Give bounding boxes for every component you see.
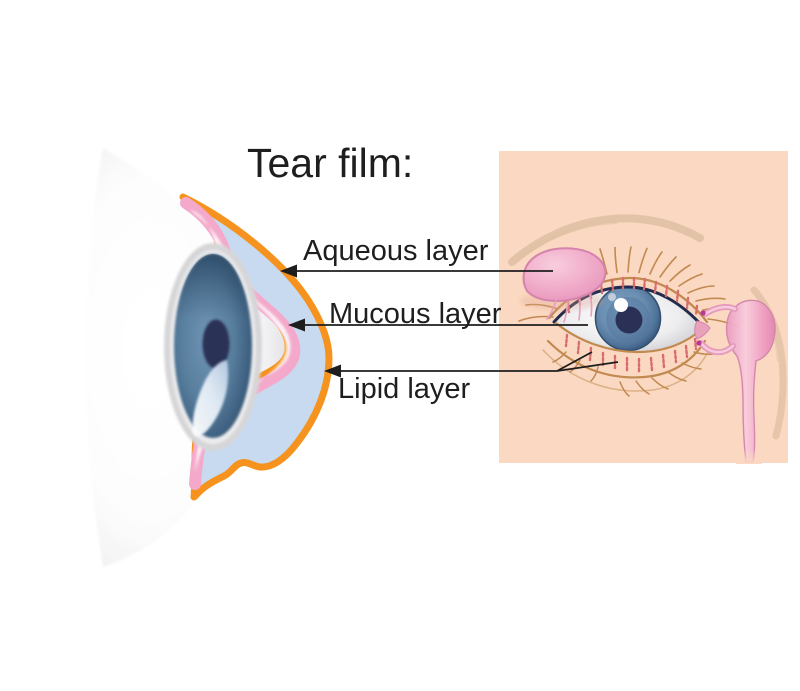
aqueous-layer-arrow [280, 264, 553, 278]
lower-lashes [552, 351, 714, 397]
lower-canaliculus-core [699, 341, 735, 354]
iris-highlight-crescent [192, 360, 229, 437]
eyebrow [508, 214, 704, 266]
diagram-title: Tear film: [247, 140, 414, 186]
lacrimal-sac-and-duct [725, 299, 776, 463]
face-panel [499, 151, 788, 464]
eye-highlight-small [608, 293, 616, 301]
upper-punctum [700, 310, 706, 316]
lower-eye-edge [554, 321, 705, 354]
lower-punctum [696, 340, 702, 346]
lipid-layer-arrow [324, 351, 619, 378]
duct-fade [736, 448, 762, 464]
eye-highlight-large [614, 298, 628, 312]
pupil-side [202, 319, 230, 369]
gland-ducts [546, 294, 593, 323]
annotation-arrows [280, 264, 619, 378]
label-aqueous-layer: Aqueous layer [303, 235, 489, 267]
mucous-layer-arrow [288, 318, 588, 332]
upper-canaliculus-core [703, 305, 737, 316]
label-mucous-layer: Mucous layer [329, 298, 502, 330]
eye-cross-section [85, 148, 333, 567]
pupil-front [615, 306, 643, 334]
iris-front-ring [594, 288, 662, 352]
lacrimal-gland [520, 247, 607, 323]
tear-drainage-system [696, 299, 776, 464]
label-lipid-layer: Lipid layer [338, 373, 471, 405]
caruncle [694, 320, 711, 340]
